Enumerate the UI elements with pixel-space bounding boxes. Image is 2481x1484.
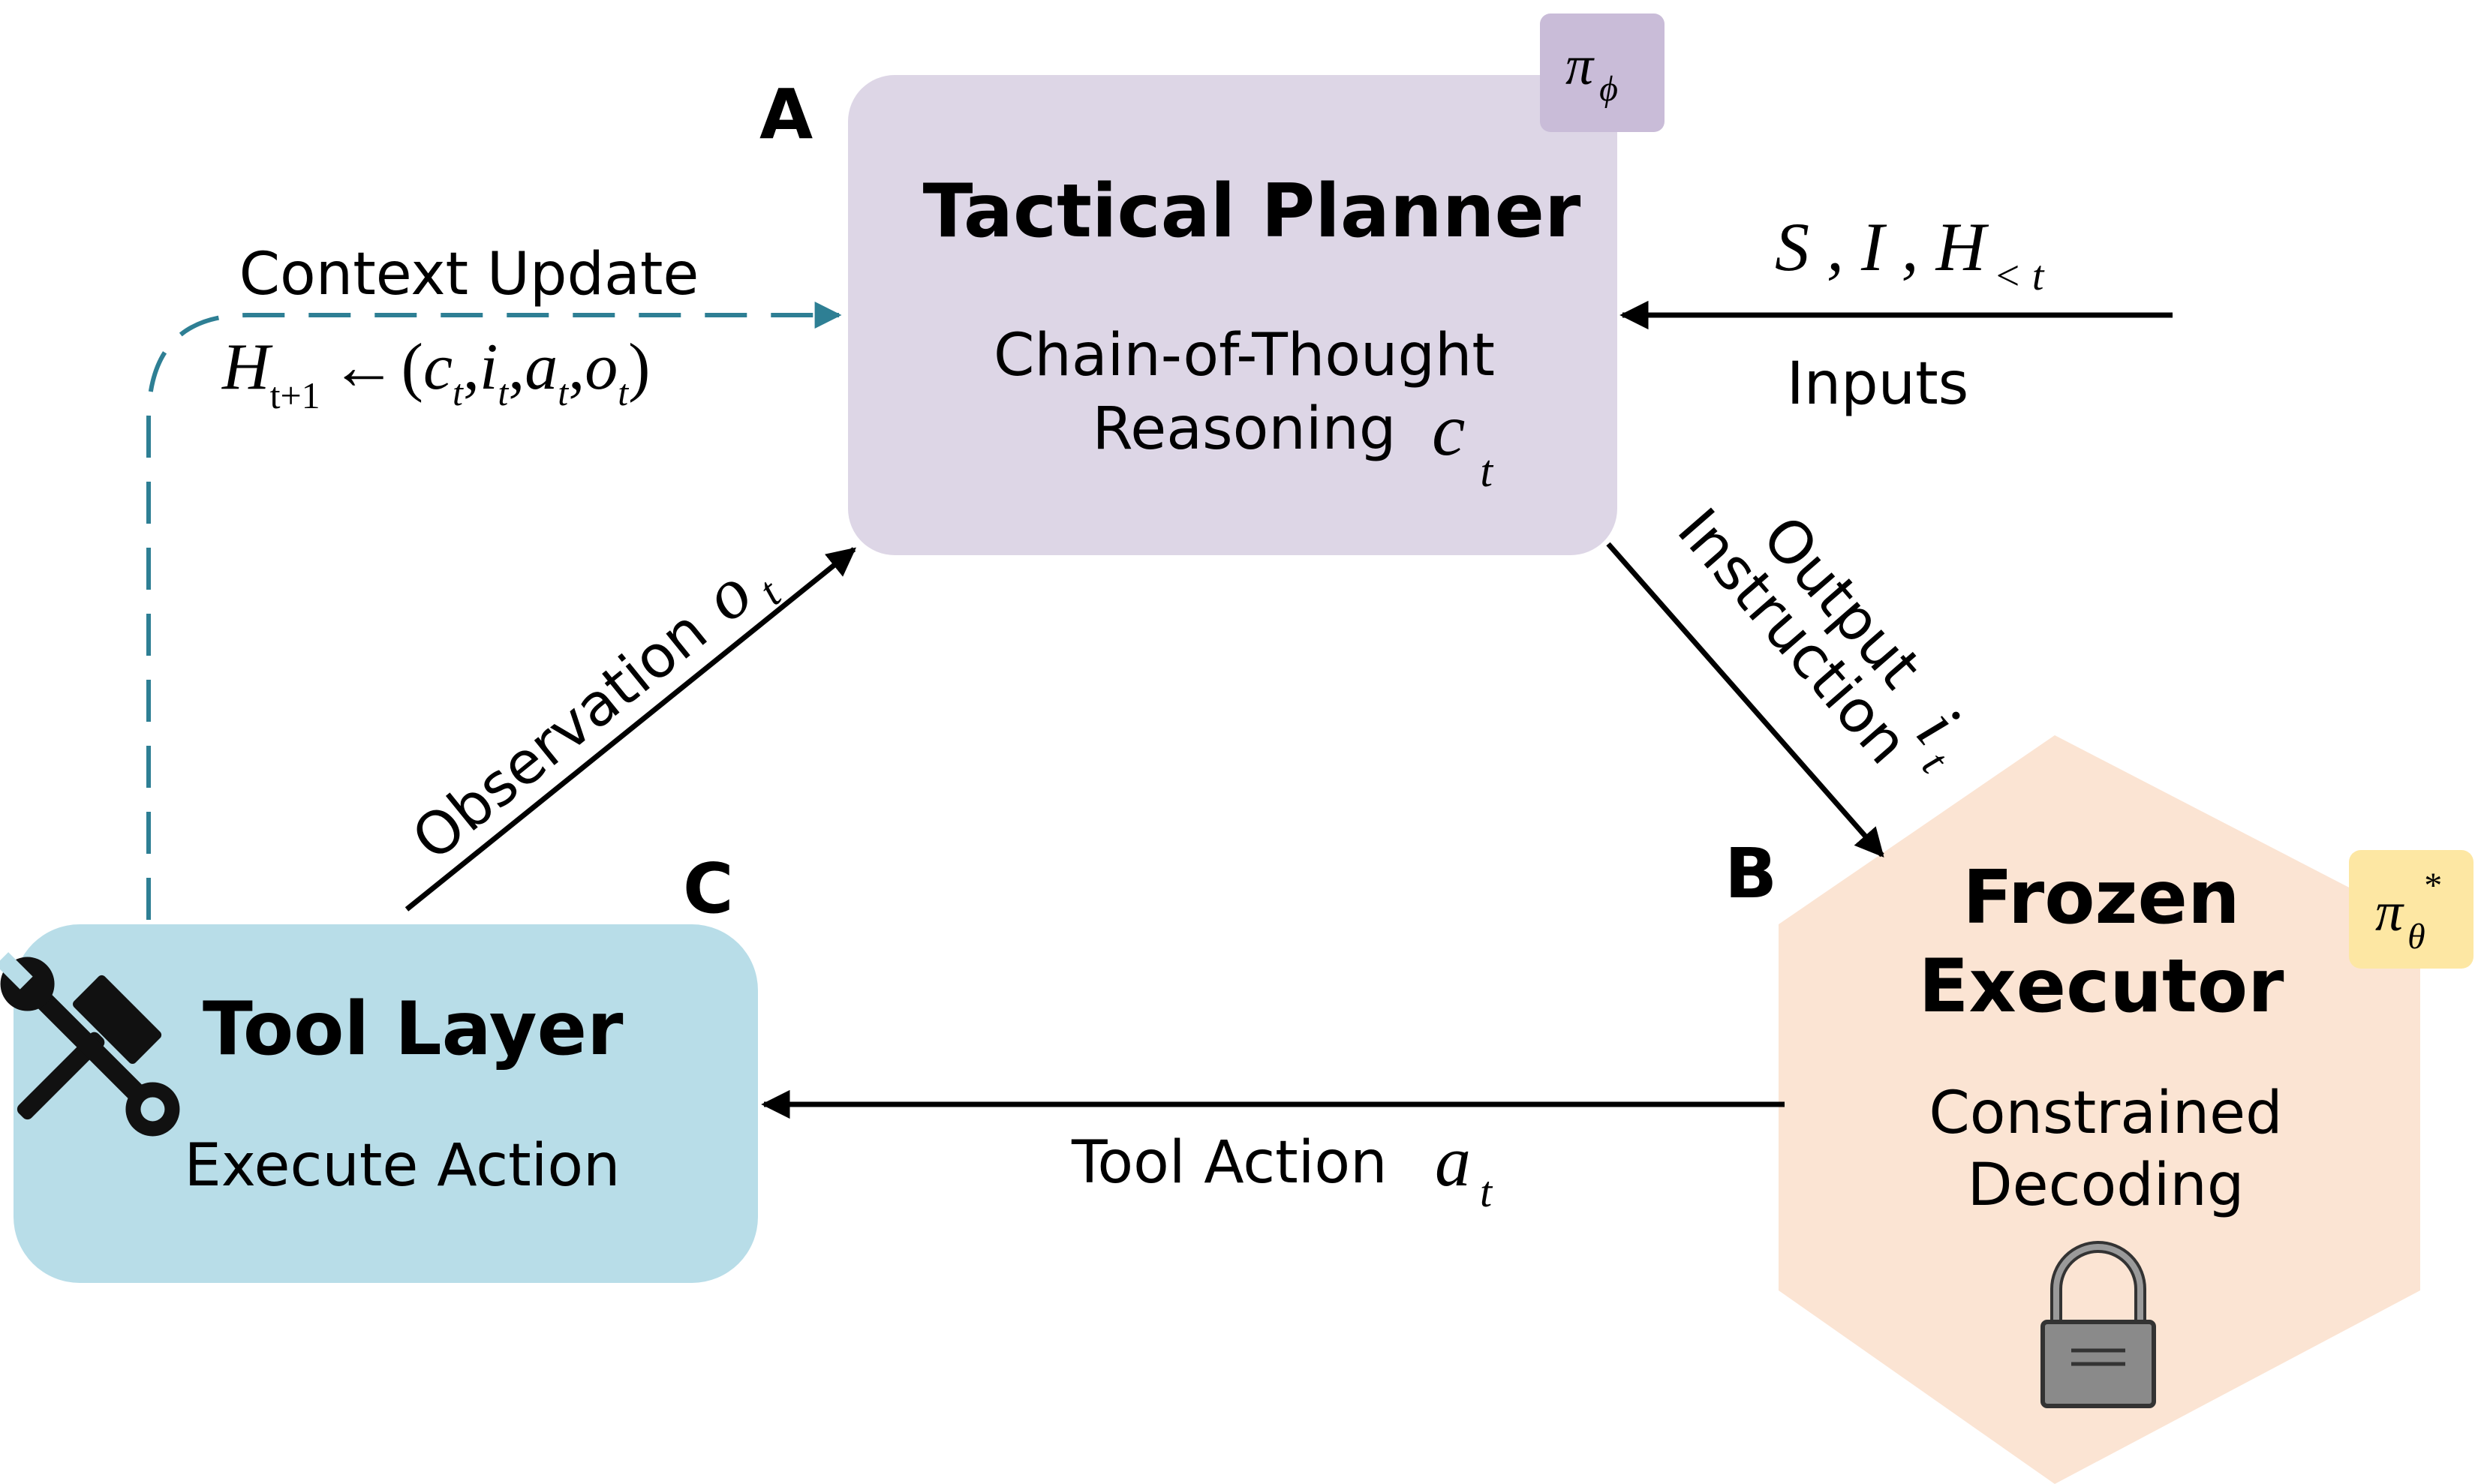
planner-policy-badge [1540,14,1665,132]
executor-policy-badge [2349,850,2473,969]
output-instruction-arrow [1606,542,1884,858]
planner-letter: A [759,74,813,155]
planner-var-c-subscript: t [1480,446,1493,496]
executor-policy-superscript: * [2422,866,2440,906]
tool-subtitle: Execute Action [184,1132,620,1200]
tool-box [14,924,758,1283]
planner-box [848,75,1617,555]
planner-desc-line2: Reasoning [1093,395,1397,463]
tool-letter: C [683,849,734,929]
observation-var: ot [687,536,790,644]
planner-policy-subscript: ϕ [1599,69,1618,109]
tools-icon [0,952,180,1137]
tool-node: C Tool Layer Execute Action [0,849,758,1283]
inputs-connector: S , I , H< t Inputs [1619,209,2173,418]
executor-title-line2: Executor [1919,944,2285,1029]
inputs-formula: S , I , H< t [1775,209,2045,299]
planner-title: Tactical Planner [923,169,1581,254]
observation-connector: Observation ot [400,536,856,912]
tool-action-label: Tool Action [1071,1129,1388,1197]
executor-letter: B [1725,834,1777,914]
output-instruction-connector: Output Instruction it [1606,496,1975,858]
lock-icon [2040,1241,2156,1408]
tool-title: Tool Layer [203,987,624,1072]
inputs-label: Inputs [1787,350,1969,418]
context-update-formula: Ht+1←(ct,it,at,ot) [221,331,650,416]
inputs-formula-subscript: < t [1993,253,2045,299]
executor-policy-subscript: θ [2407,917,2425,957]
executor-desc-line2: Decoding [1968,1152,2245,1219]
executor-hexagon [1779,735,2420,1484]
observation-arrow [404,547,856,912]
executor-desc-line1: Constrained [1929,1080,2282,1147]
executor-title-line1: Frozen [1962,855,2240,941]
context-update-label: Context Update [239,241,699,308]
planner-desc-line1: Chain-of-Thought [994,322,1495,389]
observation-label: Observation [400,597,720,874]
tool-action-var-subscript: t [1480,1167,1493,1216]
context-update-connector: Context Update Ht+1←(ct,it,at,ot) [146,241,842,920]
